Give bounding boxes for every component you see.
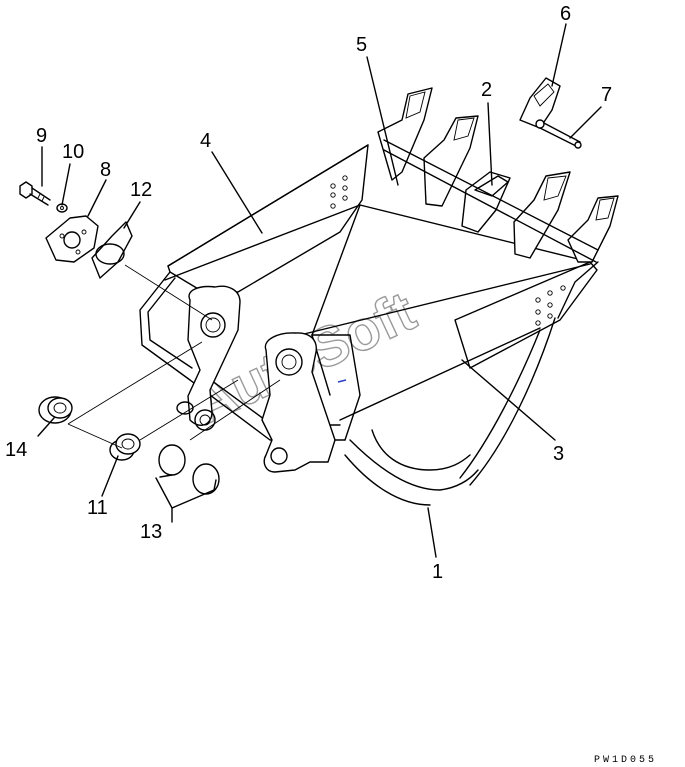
- bushing: [38, 396, 73, 424]
- leader-lines: [37, 23, 602, 558]
- part-label-10: 10: [62, 141, 84, 163]
- part-label-8: 8: [100, 159, 111, 181]
- o-rings: [158, 444, 220, 495]
- shim: [91, 221, 133, 279]
- drawing-code: PW1D055: [594, 755, 657, 766]
- part-label-3: 3: [553, 443, 564, 465]
- mounting-bracket-left: [176, 285, 241, 431]
- part-label-1: 1: [432, 561, 443, 583]
- bucket-body: [139, 144, 599, 506]
- part-label-9: 9: [36, 125, 47, 147]
- part-label-6: 6: [560, 3, 571, 25]
- part-label-14: 14: [5, 439, 27, 461]
- part-label-5: 5: [356, 34, 367, 56]
- assembly-lines: [67, 264, 281, 449]
- part-number-labels: 1 2 3 4 5 6 7 8 9 10 11 12 13 14: [5, 3, 612, 583]
- mounting-bracket-right: [261, 332, 336, 473]
- bucket-teeth: [377, 87, 619, 263]
- pin-bushing: [109, 433, 141, 461]
- part-label-2: 2: [481, 79, 492, 101]
- bolt: [19, 181, 51, 206]
- part-label-12: 12: [130, 179, 152, 201]
- side-plate: [45, 215, 99, 263]
- part-label-4: 4: [200, 130, 211, 152]
- part-label-11: 11: [87, 497, 108, 519]
- part-label-13: 13: [140, 521, 162, 543]
- tooth-pin: [535, 119, 582, 149]
- part-label-7: 7: [601, 84, 612, 106]
